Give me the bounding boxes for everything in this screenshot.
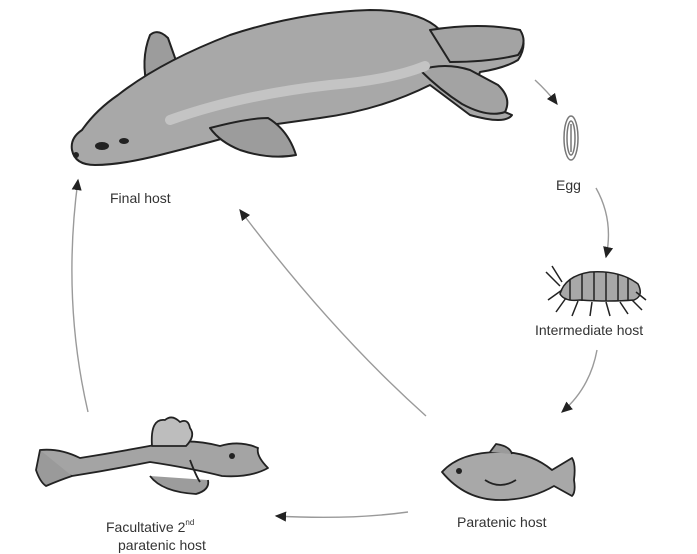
arrow-fish-to-sculpin xyxy=(276,512,408,517)
facultative-host-label: Facultative 2nd paratenic host xyxy=(106,514,206,554)
arrow-fish-to-seal xyxy=(240,210,426,416)
final-host-label: Final host xyxy=(110,190,171,206)
amphipod-illustration xyxy=(546,266,646,316)
sculpin-illustration xyxy=(36,417,268,494)
facultative-ordinal: nd xyxy=(185,518,194,527)
egg-label: Egg xyxy=(556,177,581,193)
egg-illustration xyxy=(564,116,578,160)
seal-illustration xyxy=(72,10,524,165)
arrow-seal-to-egg xyxy=(535,80,557,104)
intermediate-host-label: Intermediate host xyxy=(535,322,643,338)
arrow-egg-to-amphipod xyxy=(596,188,608,257)
arrow-amphipod-to-fish xyxy=(562,350,597,412)
paratenic-host-label: Paratenic host xyxy=(457,514,547,530)
facultative-line1: Facultative 2 xyxy=(106,519,185,535)
fish-illustration xyxy=(442,444,575,500)
arrow-sculpin-to-seal xyxy=(72,180,88,412)
